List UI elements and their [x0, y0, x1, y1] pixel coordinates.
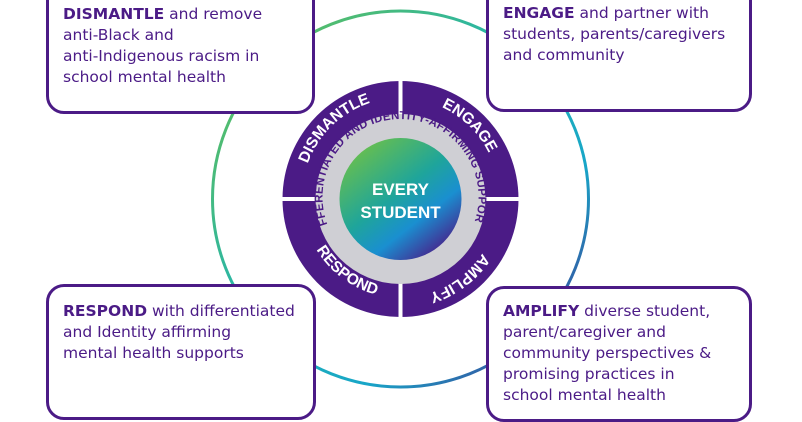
engage-box-keyword: ENGAGE [503, 4, 575, 22]
outer-ring [211, 9, 590, 389]
amplify-box-line-4: promising practices in [503, 365, 675, 383]
amplify-box-line-2: parent/caregiver and [503, 323, 666, 341]
engage-box-line-3: and community [503, 46, 625, 64]
center-label-line2: STUDENT [360, 203, 441, 222]
amplify-box: AMPLIFY diverse student, parent/caregive… [486, 286, 752, 422]
dismantle-box-line-3: anti-Indigenous racism in [63, 47, 260, 65]
center-circle [339, 138, 462, 260]
engage-box: ENGAGE and partner with students, parent… [486, 0, 752, 112]
respond-box-line-3: mental health supports [63, 344, 244, 362]
respond-box: RESPOND with differentiated and Identity… [46, 284, 316, 420]
respond-box-line-2: and Identity affirming [63, 323, 232, 341]
dismantle-box-line-4: school mental health [63, 68, 226, 86]
respond-box-keyword: RESPOND [63, 302, 148, 320]
amplify-box-line-1: diverse student, [579, 302, 711, 320]
amplify-box-line-5: school mental health [503, 386, 666, 404]
dismantle-box-line-1: and remove [164, 5, 263, 23]
center-label-line1: EVERY [372, 180, 430, 199]
amplify-box-line-3: community perspectives & [503, 344, 712, 362]
respond-box-line-1: with differentiated [147, 302, 295, 320]
dismantle-box: DISMANTLE and remove anti-Black and anti… [46, 0, 315, 114]
dismantle-box-line-2: anti-Black and [63, 26, 174, 44]
engage-box-line-1: and partner with [574, 4, 709, 22]
amplify-box-keyword: AMPLIFY [503, 302, 580, 320]
engage-box-line-2: students, parents/caregivers [503, 25, 726, 43]
dismantle-box-keyword: DISMANTLE [63, 5, 165, 23]
